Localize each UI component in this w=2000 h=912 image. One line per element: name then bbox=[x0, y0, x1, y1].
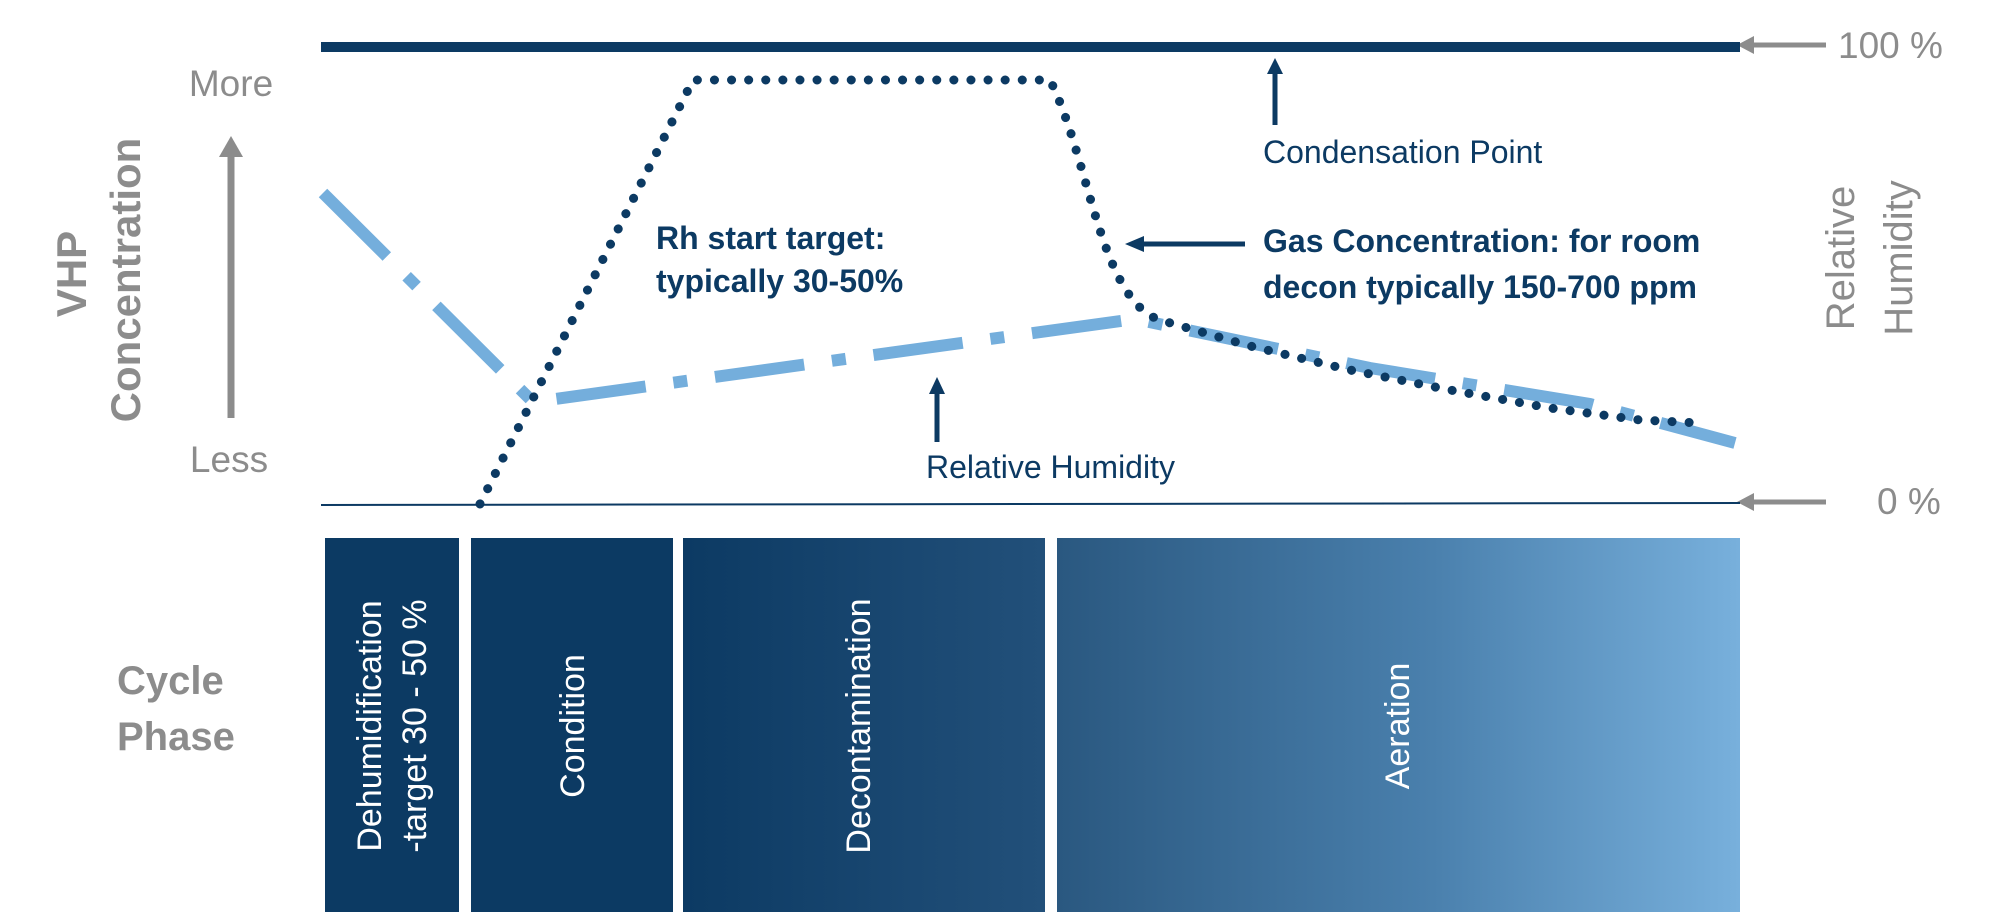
phase-block-dehumidification: Dehumidification -target 30 - 50 % bbox=[325, 538, 459, 912]
phase-label-dehumidification-line2: -target 30 - 50 % bbox=[396, 599, 434, 852]
phase-block-condition: Condition bbox=[471, 538, 673, 912]
arrow-up-icon bbox=[929, 377, 945, 442]
condensation-point-label: Condensation Point bbox=[1263, 134, 1542, 170]
phase-label-decontamination: Decontamination bbox=[840, 598, 878, 853]
relative-humidity-label: Relative Humidity bbox=[926, 449, 1175, 485]
left-axis-title-line1: VHP bbox=[48, 231, 95, 317]
rh-start-line1: Rh start target: bbox=[656, 220, 885, 256]
arrow-left-icon bbox=[1125, 236, 1245, 252]
arrow-up-icon bbox=[1267, 58, 1283, 125]
phase-label-dehumidification-line1: Dehumidification bbox=[351, 600, 389, 851]
phase-block-aeration: Aeration bbox=[1057, 538, 1740, 912]
phase-label-condition: Condition bbox=[554, 654, 592, 798]
rh-start-annotation: Rh start target: typically 30-50% bbox=[656, 220, 903, 299]
gas-concentration-curve bbox=[475, 75, 1705, 509]
gas-concentration-annotation: Gas Concentration: for room decon typica… bbox=[1125, 223, 1700, 305]
cycle-phase-title-line1: Cycle bbox=[117, 659, 224, 703]
left-axis: VHP Concentration More Less bbox=[48, 63, 273, 480]
arrow-left-icon bbox=[1737, 36, 1826, 54]
right-axis: Relative Humidity 100 % 0 % bbox=[1737, 25, 1943, 522]
zero-baseline bbox=[320, 502, 1741, 506]
rh-start-line2: typically 30-50% bbox=[656, 263, 903, 299]
right-axis-title-line2: Humidity bbox=[1877, 180, 1921, 336]
cycle-phase-title-line2: Phase bbox=[117, 715, 235, 759]
right-axis-100-label: 100 % bbox=[1838, 25, 1943, 66]
right-axis-0-label: 0 % bbox=[1877, 481, 1941, 522]
left-axis-title-line2: Concentration bbox=[102, 138, 149, 423]
phase-label-aeration: Aeration bbox=[1379, 663, 1417, 790]
relative-humidity-annotation: Relative Humidity bbox=[926, 377, 1175, 485]
arrow-left-icon bbox=[1737, 493, 1826, 511]
arrow-up-icon bbox=[219, 136, 243, 418]
gas-concentration-line1: Gas Concentration: for room bbox=[1263, 223, 1700, 259]
relative-humidity-curve bbox=[318, 188, 1737, 449]
left-axis-more-label: More bbox=[189, 63, 273, 104]
left-axis-less-label: Less bbox=[190, 439, 268, 480]
phase-block-decontamination: Decontamination bbox=[683, 538, 1045, 912]
gas-concentration-line2: decon typically 150-700 ppm bbox=[1263, 269, 1697, 305]
right-axis-title-line1: Relative bbox=[1819, 186, 1863, 331]
condensation-point-annotation: Condensation Point bbox=[1263, 58, 1542, 170]
